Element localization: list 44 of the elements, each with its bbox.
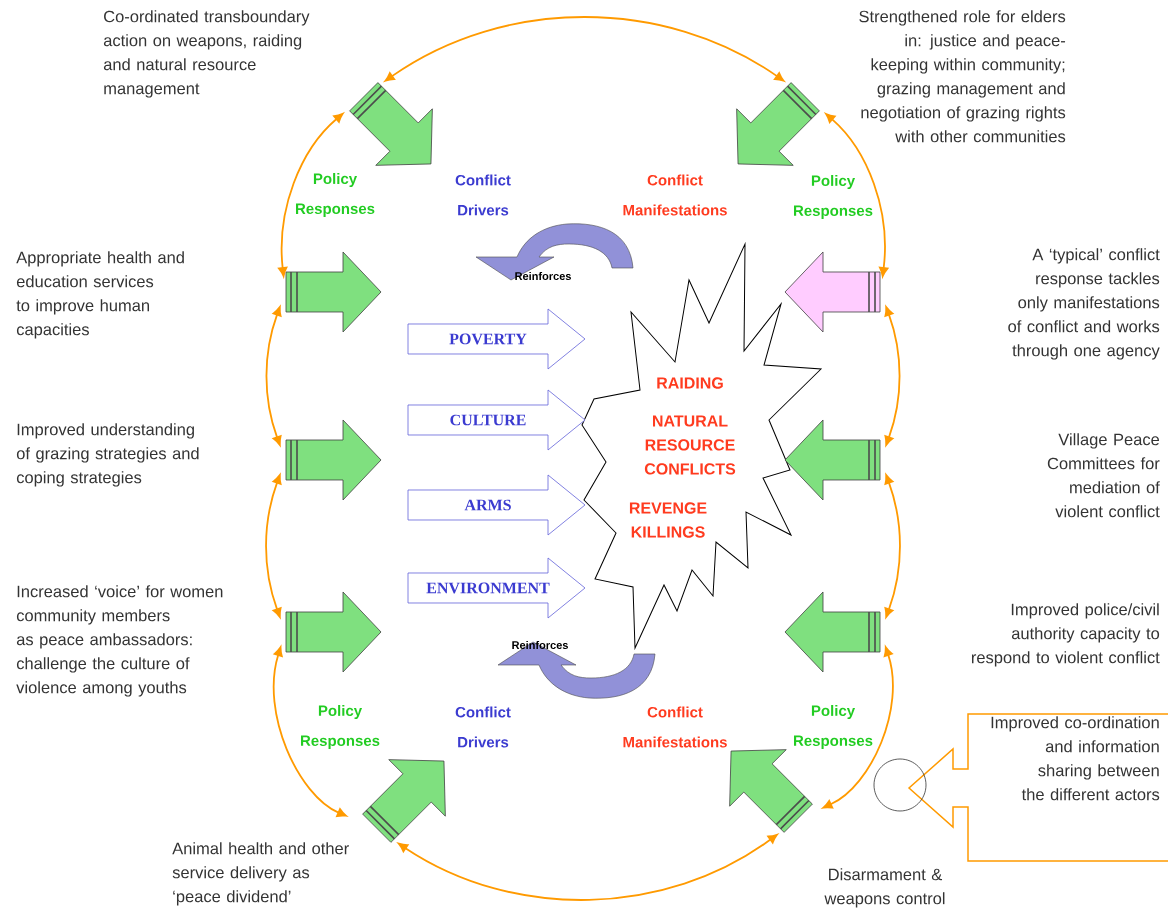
connector-arrow <box>822 646 894 809</box>
connector-arrow <box>265 306 282 446</box>
policy-arrow <box>729 749 813 833</box>
section-heading: Conflict Drivers <box>455 706 511 748</box>
description-text: Improved understanding of grazing strategies and coping strategies <box>16 423 199 487</box>
description-text: Improved police/civil authority capacity to respond to violent conflict <box>971 603 1160 667</box>
description-text: Animal health and other service delivery as ‘peace dividend’ <box>172 842 349 906</box>
connector-arrow <box>884 306 901 446</box>
connector-arrow <box>884 474 901 618</box>
connector-arrow <box>265 474 282 618</box>
description-text: Appropriate health and education services to improve human capacities <box>16 251 184 339</box>
section-heading: Conflict Manifestations <box>623 174 727 216</box>
description-text: Village Peace Committees for mediation of violent conflict <box>1047 433 1160 518</box>
curve-label: Reinforces <box>515 271 571 281</box>
section-heading: Policy Responses <box>794 175 873 219</box>
connector-arrow <box>384 16 785 82</box>
driver-banner: CULTURE <box>407 389 586 451</box>
manifestation-label: NATURAL RESOURCE CONFLICTS <box>644 415 736 475</box>
connector-arrow <box>278 112 344 277</box>
description-text: Co-ordinated transboundary action on weapons, raiding and natural resource management <box>103 10 310 98</box>
manifestation-label: RAIDING <box>657 377 723 389</box>
section-heading: Policy Responses <box>794 705 873 749</box>
connector-arrow <box>825 113 889 277</box>
policy-arrow <box>784 419 881 501</box>
section-heading: Policy Responses <box>296 173 375 217</box>
policy-arrow <box>285 419 382 501</box>
driver-banner: POVERTY <box>407 308 586 370</box>
section-heading: Policy Responses <box>301 705 380 749</box>
manifestation-label: REVENGE KILLINGS <box>629 502 707 538</box>
description-text: A ‘typical’ conflict response tackles only manifestations of conflict and works through one agency <box>1008 248 1160 360</box>
description-text: Disarmament & weapons control <box>824 868 945 908</box>
connector-arrow <box>272 646 347 817</box>
callout-box: Improved co-ordination and information sharing between the different actors <box>907 713 1168 862</box>
curve-label: Reinforces <box>512 640 568 650</box>
policy-arrow <box>784 591 881 673</box>
section-heading: Conflict Drivers <box>455 174 511 216</box>
policy-arrow <box>784 251 881 333</box>
connector-arrow <box>397 833 778 901</box>
description-text: Increased ‘voice’ for women community members as peace ambassadors: challenge the culture of violence among youths <box>16 585 223 697</box>
driver-banner: ENVIRONMENT <box>407 557 586 619</box>
policy-arrow <box>285 251 382 333</box>
description-text: Strengthened role for elders in: justice and peace-keeping within community; grazing management and negotiation of grazing rights with other communities <box>859 10 1066 143</box>
driver-banner: ARMS <box>407 474 586 536</box>
section-heading: Conflict Manifestations <box>623 706 727 748</box>
